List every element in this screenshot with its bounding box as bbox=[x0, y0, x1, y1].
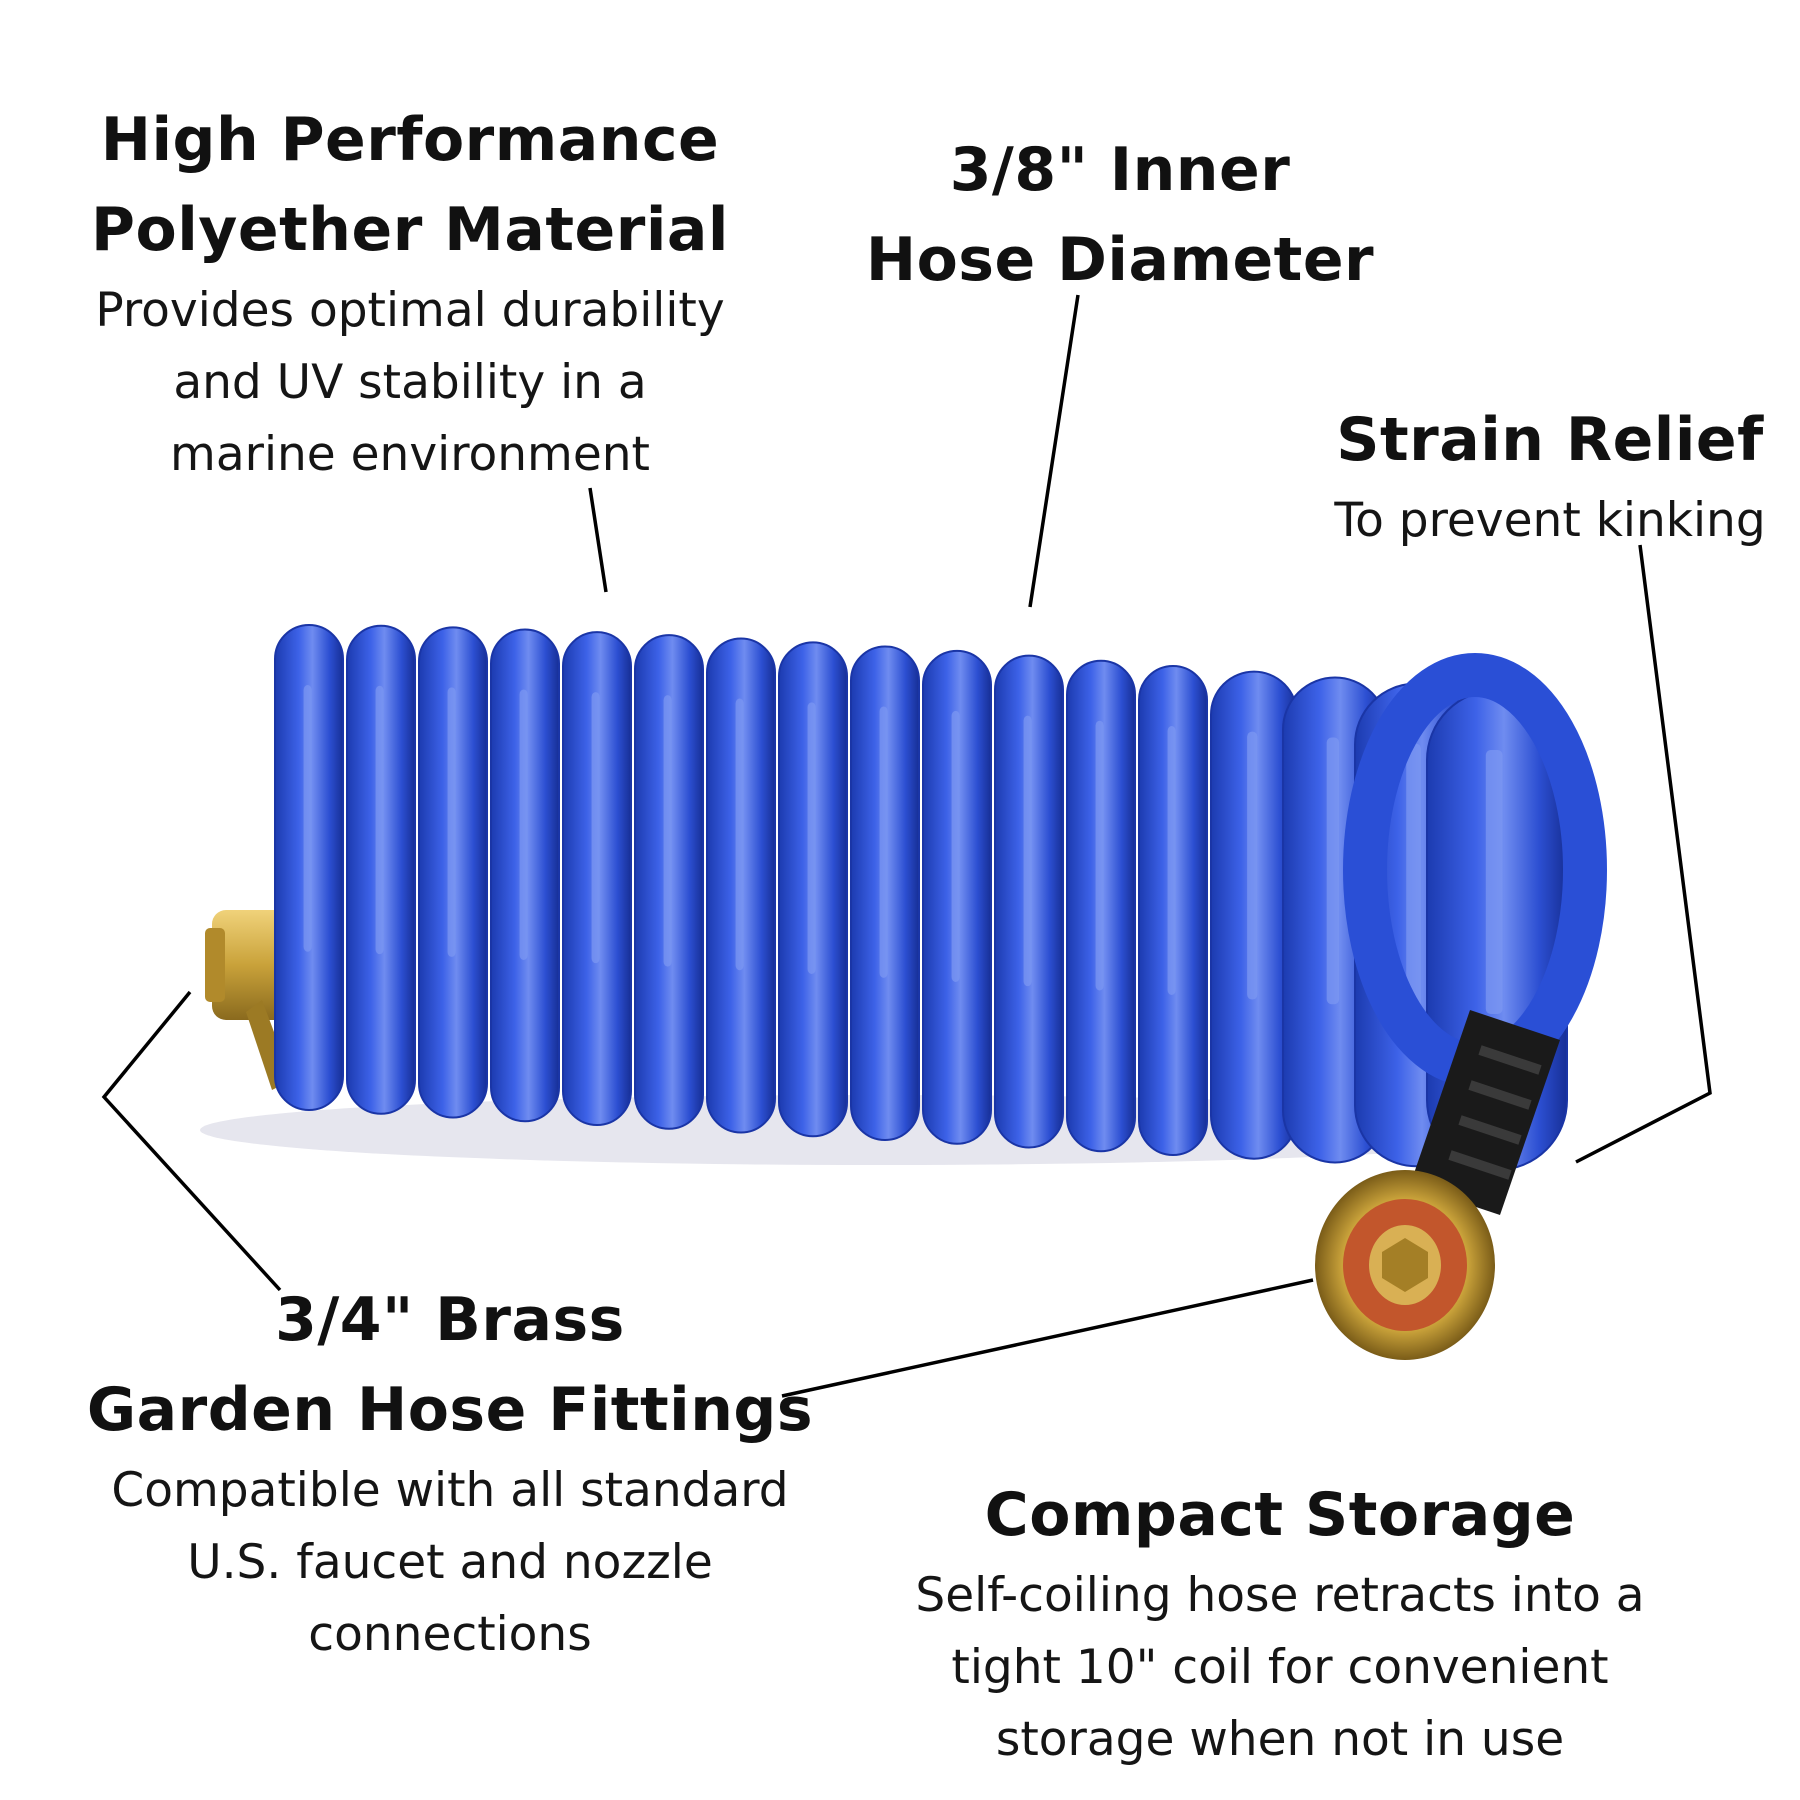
leader-diameter bbox=[1028, 294, 1080, 608]
coil-loop-highlight bbox=[447, 687, 456, 957]
hose-coil bbox=[274, 624, 1607, 1171]
coil-loop-highlight bbox=[375, 685, 384, 955]
coil-loop-highlight bbox=[1326, 737, 1340, 1005]
callout-diameter: 3/8" Inner Hose Diameter bbox=[860, 125, 1380, 305]
leader-material bbox=[588, 487, 608, 593]
strain-desc: To prevent kinking bbox=[1334, 493, 1766, 548]
storage-title: Compact Storage bbox=[984, 1480, 1576, 1550]
leader-lines bbox=[101, 294, 1712, 1398]
coil-loop-highlight bbox=[879, 706, 888, 978]
coil-loop-highlight bbox=[807, 702, 816, 974]
callout-strain-relief: Strain Relief To prevent kinking bbox=[1310, 395, 1790, 557]
strain-relief bbox=[1410, 1010, 1560, 1215]
strain-title: Strain Relief bbox=[1336, 405, 1764, 475]
material-title: High Performance Polyether Material bbox=[91, 105, 729, 265]
leader-strain bbox=[1575, 544, 1712, 1164]
leader-storage bbox=[781, 1278, 1314, 1398]
callout-material: High Performance Polyether Material Prov… bbox=[60, 95, 760, 491]
coil-loop-highlight bbox=[303, 685, 312, 952]
leader-fittings bbox=[101, 990, 282, 1292]
coil-loop-highlight bbox=[519, 689, 528, 960]
coil-loop-highlight bbox=[1485, 750, 1503, 1014]
coil-loop-highlight bbox=[1095, 720, 1104, 991]
coil-loop-highlight bbox=[591, 692, 600, 964]
coil-loop-highlight bbox=[1023, 715, 1032, 987]
coil-loop-highlight bbox=[1247, 731, 1258, 1000]
callout-storage: Compact Storage Self-coiling hose retrac… bbox=[880, 1470, 1680, 1776]
material-desc: Provides optimal durability and UV stabi… bbox=[95, 283, 725, 482]
callout-fittings: 3/4" Brass Garden Hose Fittings Compatib… bbox=[80, 1275, 820, 1671]
coil-loop-highlight bbox=[735, 698, 744, 971]
coil-loop-highlight bbox=[951, 710, 960, 982]
diameter-title: 3/8" Inner Hose Diameter bbox=[865, 135, 1375, 295]
fittings-desc: Compatible with all standard U.S. faucet… bbox=[111, 1463, 789, 1662]
fittings-title: 3/4" Brass Garden Hose Fittings bbox=[86, 1285, 814, 1445]
coil-loop-highlight bbox=[663, 695, 672, 967]
coil-loop-highlight bbox=[1167, 726, 1176, 995]
storage-desc: Self-coiling hose retracts into a tight … bbox=[915, 1568, 1645, 1767]
right-brass-fitting bbox=[1315, 1170, 1495, 1360]
coil-loop-highlight bbox=[1406, 743, 1421, 1010]
